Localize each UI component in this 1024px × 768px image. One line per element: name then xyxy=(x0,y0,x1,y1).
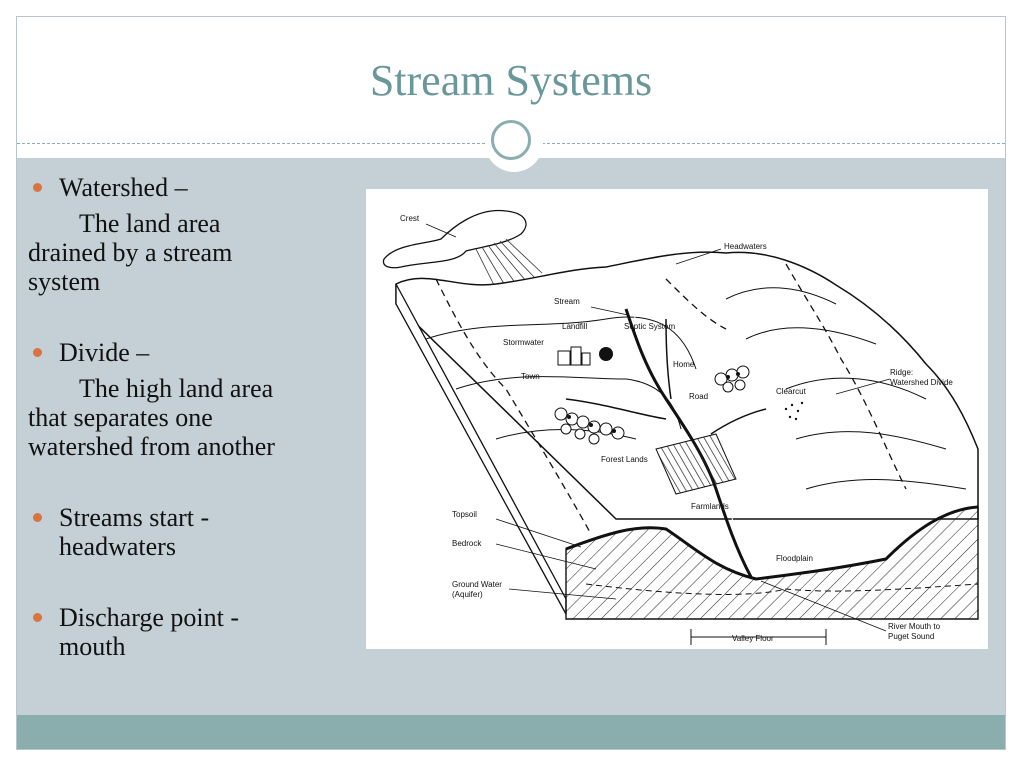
bullet-discharge: Discharge point - mouth xyxy=(28,603,368,661)
divider-ornament xyxy=(485,114,543,172)
label-stream: Stream xyxy=(554,297,580,306)
label-farmlands: Farmlands xyxy=(691,502,729,511)
label-aquifer: (Aquifer) xyxy=(452,590,483,599)
watershed-diagram: Crest Headwaters Stream Landfill Septic … xyxy=(366,189,988,649)
label-landfill: Landfill xyxy=(562,322,588,331)
slide-title: Stream Systems xyxy=(369,56,653,105)
definition-divide: The high land area that separates one wa… xyxy=(28,374,368,461)
label-stormwater: Stormwater xyxy=(503,338,544,347)
definition-line: The high land area xyxy=(79,374,274,403)
label-puget-sound: Puget Sound xyxy=(888,632,934,641)
bullet-dot-icon xyxy=(33,513,42,522)
label-groundwater: Ground Water xyxy=(452,580,502,589)
label-valley-floor: Valley Floor xyxy=(732,634,774,643)
definition-line: The land area xyxy=(79,209,221,238)
bullet-term: Divide – xyxy=(59,338,150,367)
bullet-text: Discharge point - mouth xyxy=(59,603,240,661)
definition-watershed: The land area drained by a stream system xyxy=(28,209,368,296)
farmland-patch xyxy=(655,433,737,495)
bullet-text: Streams start - headwaters xyxy=(59,503,210,561)
label-crest: Crest xyxy=(400,214,420,223)
bedrock-section xyxy=(565,506,979,620)
definition-line: watershed from another xyxy=(28,432,275,461)
bullet-dot-icon xyxy=(33,183,42,192)
label-ridge-divide: Watershed Divide xyxy=(890,378,953,387)
bullet-divide: Divide – xyxy=(28,338,368,367)
bullet-watershed: Watershed – xyxy=(28,173,368,202)
label-river-mouth: River Mouth to xyxy=(888,622,941,631)
bullet-term: Watershed – xyxy=(59,173,188,202)
bullet-dot-icon xyxy=(33,348,42,357)
label-topsoil: Topsoil xyxy=(452,510,477,519)
label-bedrock: Bedrock xyxy=(452,539,482,548)
definition-line: drained by a stream xyxy=(28,238,233,267)
label-headwaters: Headwaters xyxy=(724,242,767,251)
label-clearcut: Clearcut xyxy=(776,387,807,396)
label-forest: Forest Lands xyxy=(601,455,648,464)
label-floodplain: Floodplain xyxy=(776,554,813,563)
bullet-dot-icon xyxy=(33,613,42,622)
ring-icon xyxy=(491,120,531,160)
watershed-illustration: Crest Headwaters Stream Landfill Septic … xyxy=(382,209,979,645)
label-road: Road xyxy=(689,392,708,401)
definition-line: that separates one xyxy=(28,403,213,432)
footer-bar xyxy=(17,715,1005,749)
label-home: Home xyxy=(673,360,695,369)
definition-line: system xyxy=(28,267,101,296)
label-ridge: Ridge: xyxy=(890,368,913,377)
label-septic: Septic System xyxy=(624,322,675,331)
bullet-streams-start: Streams start - headwaters xyxy=(28,503,368,561)
crest-shape xyxy=(382,209,527,269)
label-town: Town xyxy=(521,372,540,381)
landfill-mark xyxy=(599,347,613,361)
